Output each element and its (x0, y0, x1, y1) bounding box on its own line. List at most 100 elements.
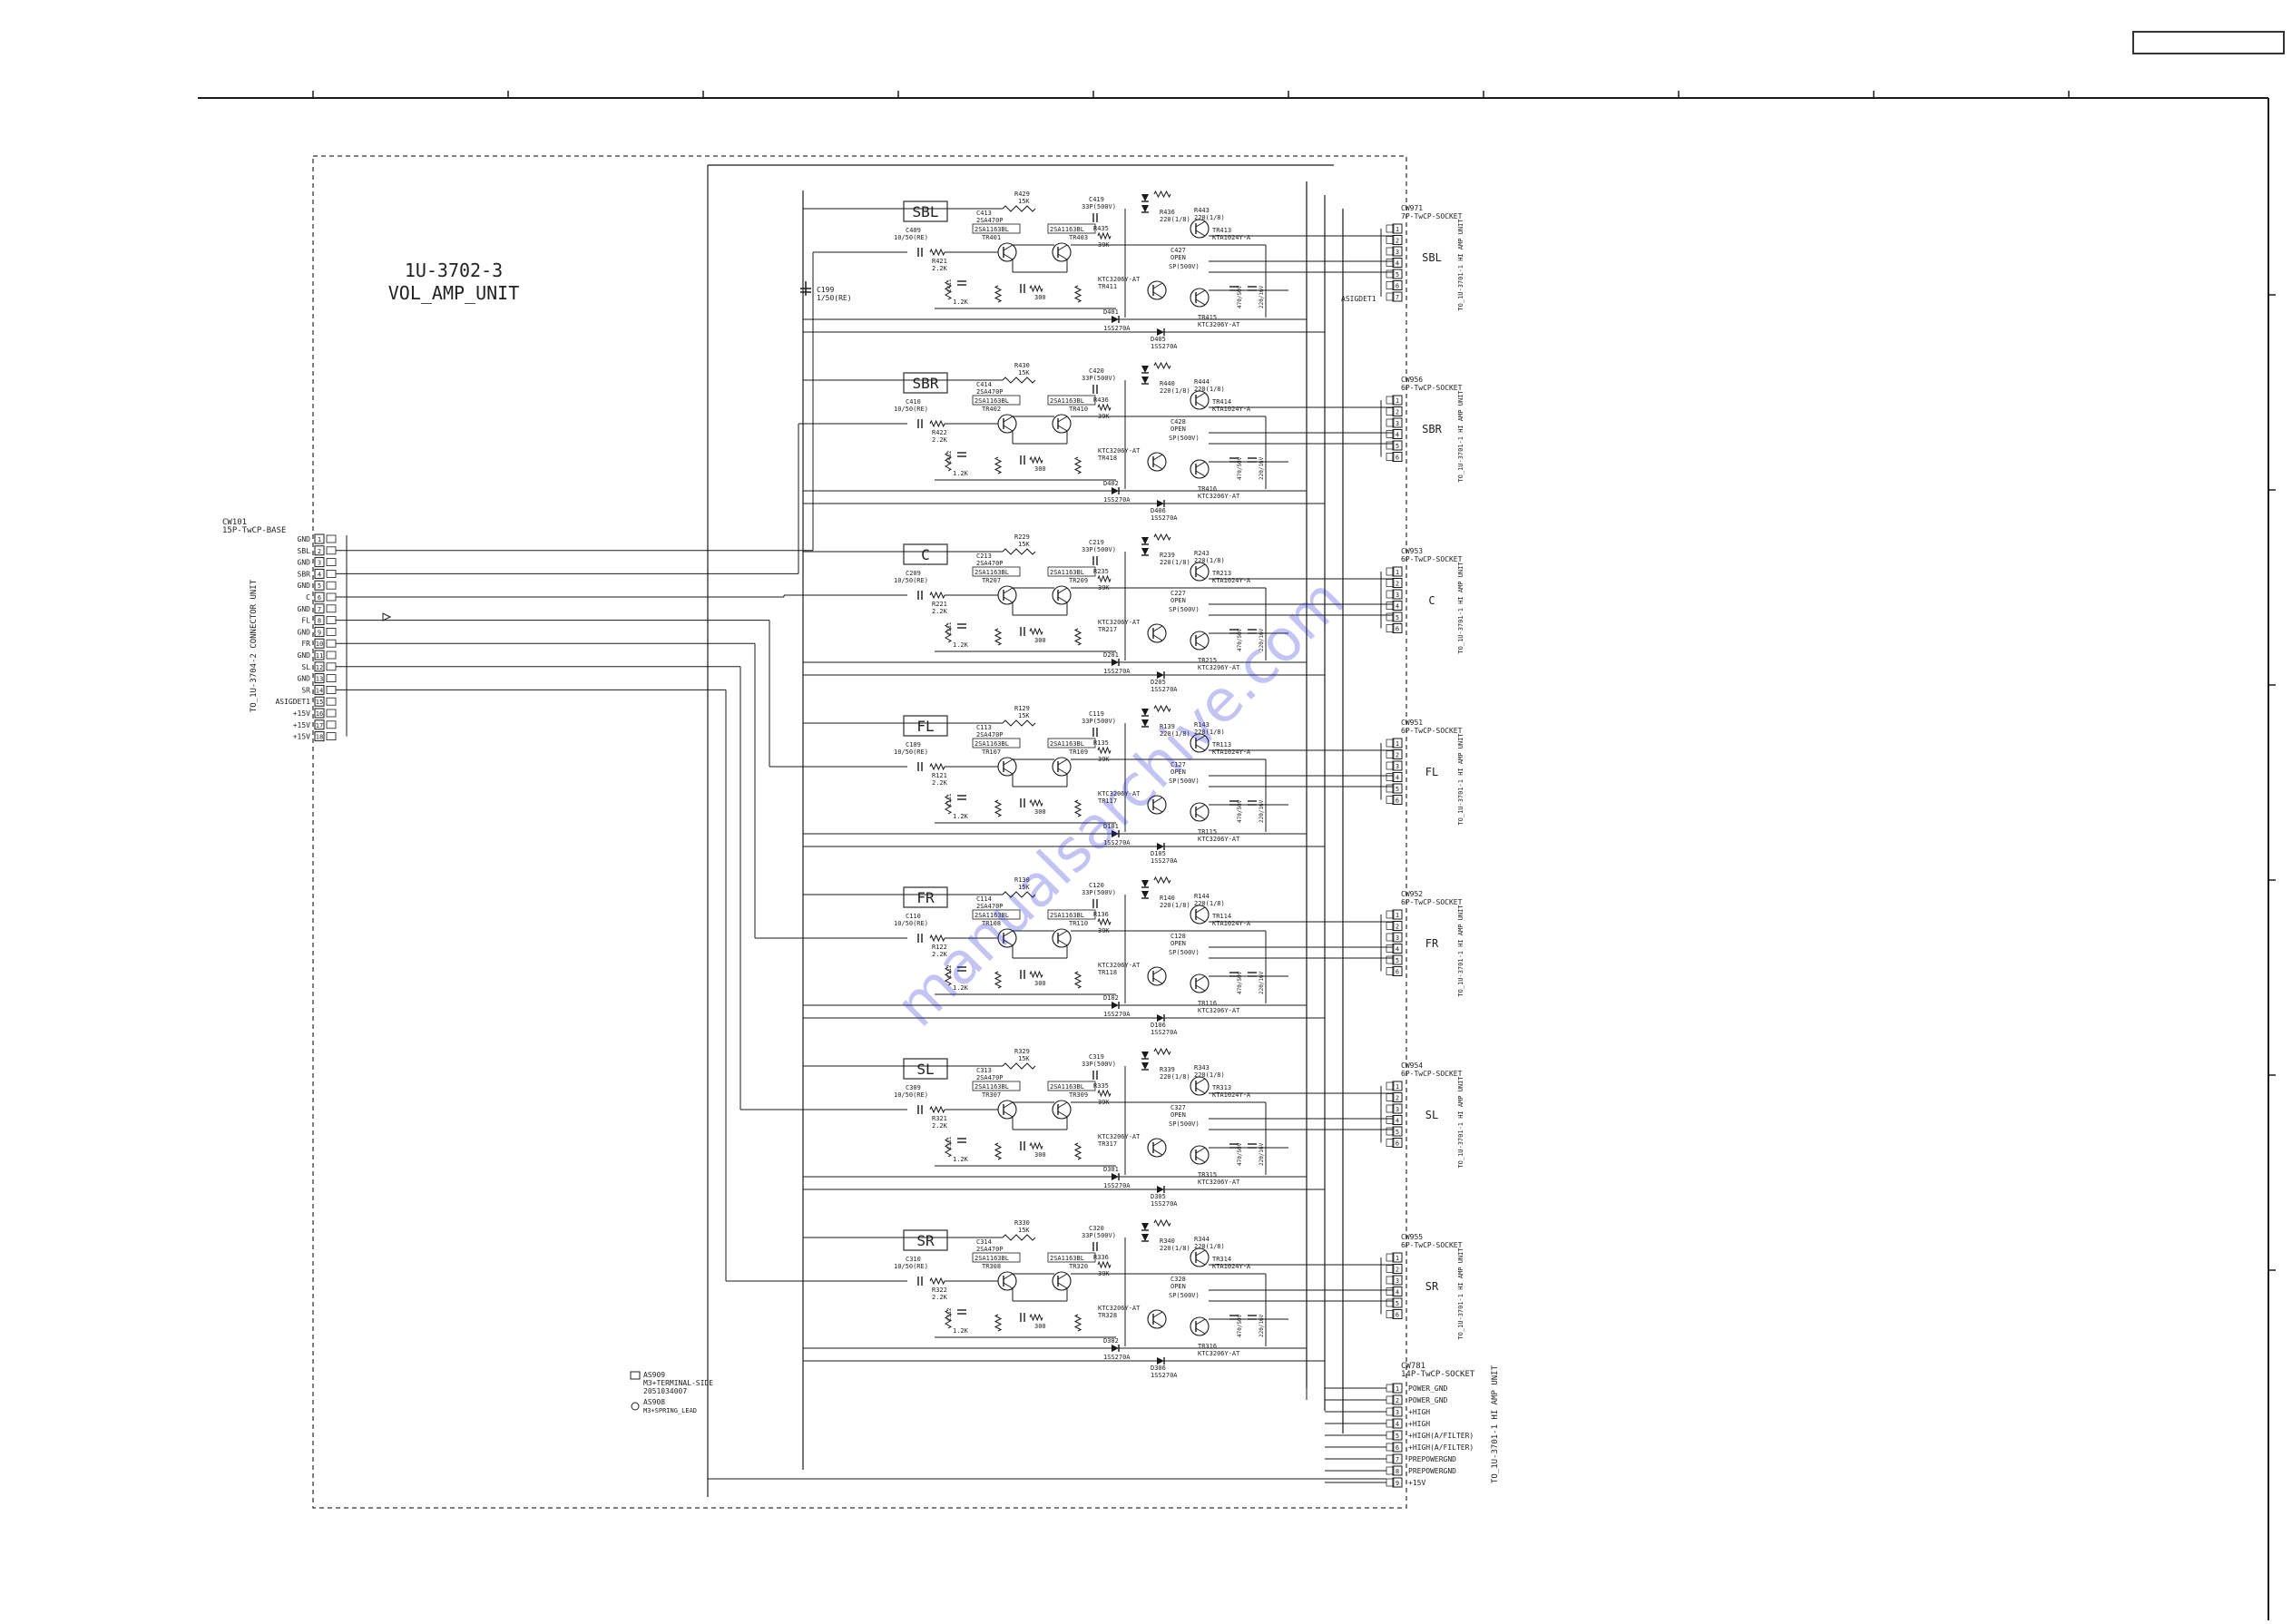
resistor-symbol (1002, 891, 1036, 898)
output-pin-socket (1386, 602, 1395, 610)
terminal-part: 2051034007 (643, 1387, 687, 1395)
wire (1152, 625, 1163, 632)
bias-resistor-ref: R139 (1160, 723, 1175, 730)
output-connector-to-label: TO_1U-3701-1 HI AMP UNIT (1457, 219, 1464, 311)
pin-number: 6 (1396, 626, 1399, 633)
bias-resistor-value: 220(1/8) (1160, 902, 1190, 909)
vbe-transistor-ref: TR118 (1098, 969, 1117, 976)
pin-number: 3 (1396, 1277, 1399, 1285)
wire (1057, 1273, 1068, 1280)
resistor-symbol (1029, 1313, 1043, 1322)
diode-symbol (1112, 1002, 1119, 1009)
driver-transistor (1190, 733, 1210, 753)
channel-label: SL (916, 1061, 934, 1078)
wire (1152, 1140, 1163, 1147)
output-pin-socket (1386, 1139, 1395, 1147)
driver-transistor (1190, 905, 1210, 925)
input-pin-socket (326, 546, 337, 555)
feedback-resistor-ref: R130 (1014, 876, 1030, 884)
diode-symbol (1141, 1062, 1149, 1070)
diode-symbol (1112, 316, 1119, 323)
connector-pin (314, 650, 325, 660)
diode-value: 1SS270A (1151, 1372, 1178, 1379)
input-pin-socket (326, 534, 337, 543)
emitter-resistor-value: 300 (1034, 980, 1046, 987)
resistor-symbol (929, 934, 945, 943)
output-pin-socket (1386, 922, 1395, 930)
input-pin-socket (326, 709, 337, 718)
connector-pin (1392, 223, 1403, 234)
pin-number: 3 (1396, 763, 1399, 770)
wire (1152, 977, 1163, 984)
open-cap-ref: C328 (1170, 1276, 1186, 1283)
feedback-cap-ref: C114 (976, 895, 992, 903)
connector-pin (1392, 749, 1403, 759)
diff-pair-part: 2SA1163BL (975, 1255, 1009, 1262)
pin-number: 3 (1396, 1106, 1399, 1113)
connector-pin (314, 638, 325, 649)
pin-number: 6 (1396, 1140, 1399, 1148)
feedback-resistor-ref: R129 (1014, 705, 1030, 712)
wire (1195, 744, 1206, 751)
pin-number: 3 (1396, 592, 1399, 599)
input-resistor-ref: R322 (932, 1286, 947, 1294)
wire (1003, 253, 1014, 260)
bias-resistor-value: 220(1/8) (1160, 216, 1190, 223)
resistor-symbol (1097, 231, 1112, 240)
output-transistor-part: KTC3206Y-AT (1198, 493, 1240, 500)
resistor-symbol (1073, 456, 1082, 474)
wire (1152, 634, 1163, 641)
power-connector: CW781 14P-TwCP-SOCKET TO_1U-3701-1 HI AM… (708, 1362, 1500, 1488)
terminal-text: M3+TERMINAL-SIDE (643, 1379, 713, 1387)
input-resistor-ref: R122 (932, 944, 947, 951)
input-pin-socket (326, 651, 337, 660)
bias-resistor-value: 220(1/8) (1160, 1073, 1190, 1081)
wire (1152, 968, 1163, 975)
wire (1003, 1273, 1014, 1280)
input-resistor-ref: R421 (932, 258, 947, 265)
resistor-symbol (929, 762, 945, 771)
connector-pin (1392, 1453, 1403, 1464)
grid-ticks (312, 91, 2276, 1271)
snubber-cap-value: SP(500V) (1169, 1292, 1200, 1299)
diode-value: 1SS270A (1103, 325, 1131, 332)
diff-pair-part: 2SA1163BL (1050, 1255, 1084, 1262)
connector-pin (1392, 280, 1403, 290)
input-pin-socket (326, 732, 337, 740)
decoupling-cap-value: 470/50V (1237, 456, 1243, 480)
driver-transistor-ref: TR213 (1212, 570, 1231, 577)
feedback-cap-value: 2SA470P (976, 560, 1004, 567)
resistor-symbol (1029, 970, 1043, 979)
diode-symbol (1141, 537, 1149, 544)
output-transistor-ref: TR115 (1198, 828, 1217, 836)
ground-text: M3+SPRING_LEAD (643, 1407, 697, 1414)
wire (1003, 244, 1014, 251)
resistor-symbol (1153, 704, 1171, 713)
emitter-resistor-value: 300 (1034, 294, 1046, 301)
connector-pin (1392, 440, 1403, 451)
output-cap-value: 33P(500V) (1082, 1061, 1116, 1068)
driver-resistor-ref: R243 (1194, 550, 1210, 557)
vbe-transistor-part: KTC3206Y-AT (1098, 276, 1141, 283)
output-connector-ref: CW955 (1401, 1233, 1423, 1241)
output-pin-socket (1386, 1104, 1395, 1113)
resistor-symbol (994, 628, 1003, 646)
vbe-transistor-part: KTC3206Y-AT (1098, 619, 1141, 626)
bias-resistor-ref: R436 (1160, 209, 1175, 216)
open-cap-ref: C327 (1170, 1104, 1186, 1111)
pin-number: 2 (1396, 924, 1399, 931)
pin-number: 17 (316, 722, 323, 729)
pin-number: 2 (1396, 409, 1399, 416)
connector-pin (314, 603, 325, 614)
connector-pin (1392, 235, 1403, 245)
output-pin-socket (1386, 1265, 1395, 1273)
output-pin-socket (1386, 579, 1395, 587)
part-frame (972, 738, 1021, 748)
wire (1195, 230, 1206, 237)
driver-resistor-ref: R443 (1194, 207, 1210, 214)
channel-sbr: SBRC41010/50(RE)R4222.2KR43015KC4142SA47… (336, 361, 1464, 574)
output-connector-part: 6P-TwCP-SOCKET (1401, 1241, 1463, 1249)
vbe-transistor (1147, 452, 1167, 472)
input-pin-label-5: GND (298, 582, 311, 590)
channel-label: SR (916, 1232, 935, 1249)
